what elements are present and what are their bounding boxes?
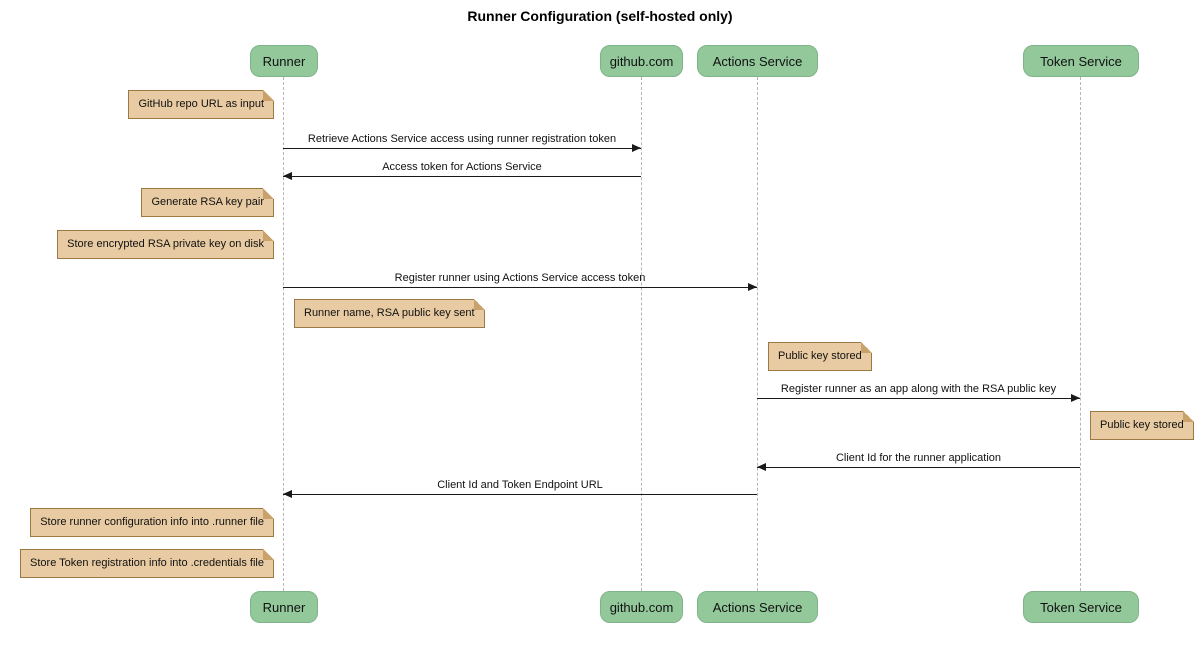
note-github-repo-url: GitHub repo URL as input bbox=[128, 90, 274, 119]
participant-label: Actions Service bbox=[712, 599, 803, 615]
note-fold bbox=[860, 342, 872, 353]
note-store-credentials-file: Store Token registration info into .cred… bbox=[20, 549, 274, 578]
arrowhead-right-icon bbox=[748, 283, 757, 291]
message-label: Client Id for the runner application bbox=[835, 452, 1002, 464]
note-store-private-key: Store encrypted RSA private key on disk bbox=[57, 230, 274, 259]
note-public-key-stored-token: Public key stored bbox=[1090, 411, 1194, 440]
note-text: Store encrypted RSA private key on disk bbox=[67, 238, 264, 250]
note-fold bbox=[263, 188, 274, 199]
diagram-title: Runner Configuration (self-hosted only) bbox=[467, 8, 733, 24]
message-line bbox=[283, 287, 757, 288]
message-label: Register runner as an app along with the… bbox=[780, 383, 1057, 395]
note-text: Store runner configuration info into .ru… bbox=[40, 516, 264, 528]
participant-label: Token Service bbox=[1040, 53, 1122, 69]
message-label: Access token for Actions Service bbox=[382, 161, 542, 173]
note-text: GitHub repo URL as input bbox=[138, 98, 264, 110]
message-line bbox=[757, 467, 1080, 468]
message-label: Register runner using Actions Service ac… bbox=[394, 272, 646, 284]
note-text: Generate RSA key pair bbox=[151, 196, 264, 208]
participant-label: Token Service bbox=[1040, 599, 1122, 615]
message-line bbox=[283, 148, 641, 149]
note-fold bbox=[473, 299, 485, 310]
participant-github-bottom: github.com bbox=[600, 591, 683, 623]
arrowhead-left-icon bbox=[283, 172, 292, 180]
arrowhead-right-icon bbox=[632, 144, 641, 152]
note-text: Public key stored bbox=[778, 350, 862, 362]
participant-label: github.com bbox=[609, 53, 674, 69]
lifeline-github bbox=[641, 77, 642, 591]
arrowhead-left-icon bbox=[757, 463, 766, 471]
message-line bbox=[283, 176, 641, 177]
message-line bbox=[757, 398, 1080, 399]
note-text: Store Token registration info into .cred… bbox=[30, 557, 264, 569]
note-fold bbox=[263, 230, 274, 241]
lifeline-runner bbox=[283, 77, 284, 591]
participant-label: Actions Service bbox=[712, 53, 803, 69]
note-store-runner-file: Store runner configuration info into .ru… bbox=[30, 508, 274, 537]
participant-actions-service-bottom: Actions Service bbox=[697, 591, 818, 623]
arrowhead-right-icon bbox=[1071, 394, 1080, 402]
note-fold bbox=[263, 549, 274, 560]
participant-label: Runner bbox=[262, 53, 306, 69]
participant-runner-bottom: Runner bbox=[250, 591, 318, 623]
lifeline-token-service bbox=[1080, 77, 1081, 591]
note-fold bbox=[1182, 411, 1194, 422]
message-label: Retrieve Actions Service access using ru… bbox=[307, 133, 617, 145]
participant-runner-top: Runner bbox=[250, 45, 318, 77]
note-fold bbox=[263, 90, 274, 101]
note-generate-rsa-key: Generate RSA key pair bbox=[141, 188, 274, 217]
message-label: Client Id and Token Endpoint URL bbox=[437, 479, 603, 491]
participant-github-top: github.com bbox=[600, 45, 683, 77]
note-public-key-stored-actions: Public key stored bbox=[768, 342, 872, 371]
note-fold bbox=[263, 508, 274, 519]
participant-token-service-top: Token Service bbox=[1023, 45, 1139, 77]
participant-token-service-bottom: Token Service bbox=[1023, 591, 1139, 623]
participant-label: github.com bbox=[609, 599, 674, 615]
note-text: Public key stored bbox=[1100, 419, 1184, 431]
arrowhead-left-icon bbox=[283, 490, 292, 498]
note-text: Runner name, RSA public key sent bbox=[304, 307, 475, 319]
participant-actions-service-top: Actions Service bbox=[697, 45, 818, 77]
participant-label: Runner bbox=[262, 599, 306, 615]
lifeline-actions-service bbox=[757, 77, 758, 591]
message-line bbox=[283, 494, 757, 495]
note-runner-name-public-key: Runner name, RSA public key sent bbox=[294, 299, 485, 328]
